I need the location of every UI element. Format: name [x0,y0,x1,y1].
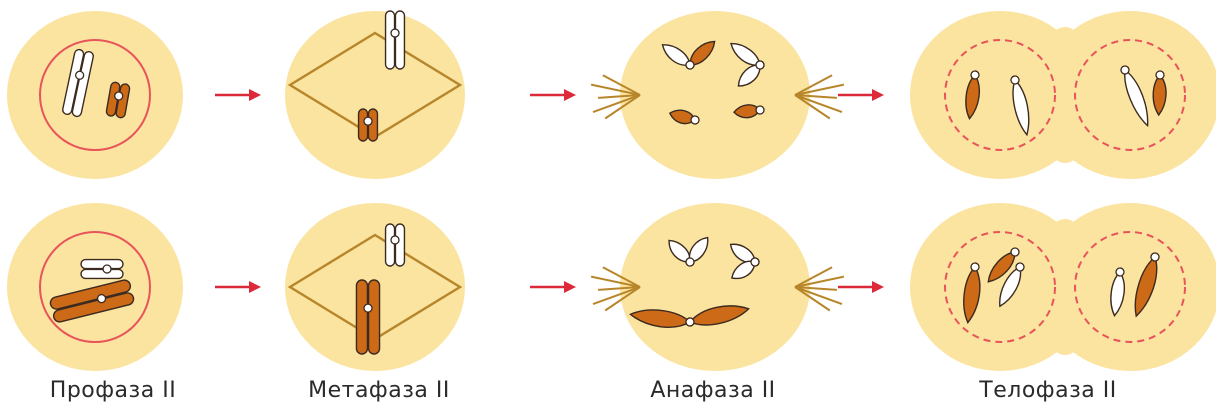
arrow-head [872,89,884,101]
arrow-head [249,89,261,101]
stage-label-metaphase-ii: Метафаза II [249,378,509,410]
centromere [970,70,979,79]
stage-label-anaphase-ii: Анафаза II [583,378,843,410]
chromosome-small-white [81,260,123,279]
chromatid [81,260,123,269]
centromere [364,117,372,125]
centromere [970,262,979,271]
chromosome-white-metaphase [386,224,405,266]
anaphase-cell-top [620,11,810,179]
arrow-3-bottom [838,281,884,293]
centromere [391,236,399,244]
centromere [1115,267,1124,276]
chromatid [386,11,395,69]
chromatid [81,269,123,278]
metaphase-cell-top [285,11,465,179]
arrow-3-top [838,89,884,101]
centromere [1010,75,1019,84]
prophase-cell-top [7,11,183,179]
stage-label-prophase-ii: Профаза II [0,378,243,410]
arrow-2-top [530,89,576,101]
arrow-2-bottom [530,281,576,293]
centromere [391,29,399,37]
centromere [685,317,694,326]
chromatid [356,280,367,354]
chromatid [386,224,395,266]
telophase-cell-top [910,11,1216,179]
centromere [103,265,111,273]
centromere [364,304,372,312]
chromatid [395,224,404,266]
chromosome-orange-metaphase [356,280,379,354]
telophase-cell-bottom [910,203,1216,371]
stage-label-telophase-ii: Телофаза II [918,378,1178,410]
centromere [756,106,764,114]
arrow-head [249,281,261,293]
arrow-1-bottom [215,281,261,293]
arrow-1-top [215,89,261,101]
chromosome-orange-metaphase [359,109,378,141]
chromosome-white-metaphase [386,11,405,69]
arrow-head [564,89,576,101]
arrow-head [564,281,576,293]
telophase-bridge [1035,219,1095,355]
anaphase-cell-bottom [620,203,810,371]
chromatid [395,11,404,69]
arrow-head [872,281,884,293]
chromatid [369,280,380,354]
telophase-bridge [1035,27,1095,163]
centromere [1156,71,1165,80]
centromere [114,91,123,100]
